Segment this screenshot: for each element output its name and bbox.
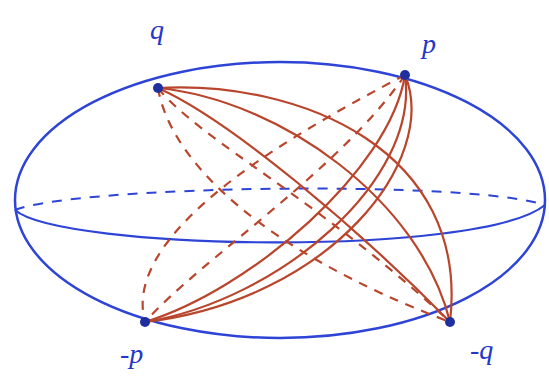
great-circle-arc bbox=[145, 75, 405, 322]
point-dot bbox=[140, 317, 150, 327]
great-circle-arc bbox=[145, 75, 406, 322]
great-circle-arc bbox=[145, 75, 405, 322]
equator-front bbox=[15, 205, 545, 242]
great-circle-arc bbox=[145, 75, 411, 322]
points bbox=[140, 70, 455, 327]
equator-back bbox=[15, 189, 545, 210]
point-label: -q bbox=[470, 336, 493, 364]
point-label: -p bbox=[120, 340, 143, 368]
point-label: q bbox=[150, 16, 164, 44]
point-dot bbox=[445, 317, 455, 327]
point-dot bbox=[153, 83, 163, 93]
sphere-outline bbox=[15, 62, 545, 338]
point-label: p bbox=[422, 30, 436, 58]
point-dot bbox=[400, 70, 410, 80]
great-circle-arc bbox=[143, 75, 405, 322]
great-circles bbox=[143, 75, 452, 322]
